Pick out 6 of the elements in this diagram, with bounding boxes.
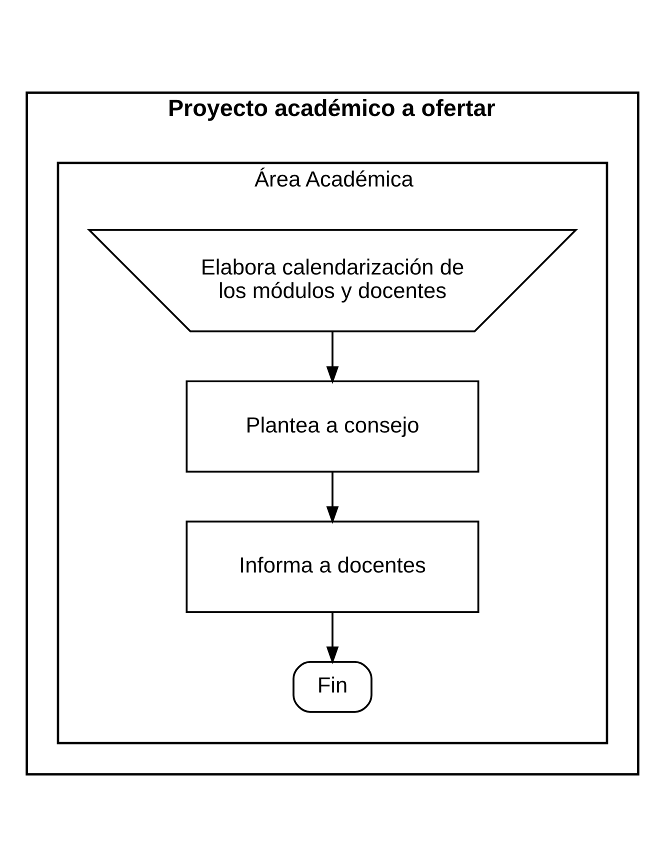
node-box: Plantea a consejo	[186, 380, 480, 473]
arrow	[326, 612, 339, 664]
arrow	[326, 472, 339, 524]
arrow	[326, 332, 339, 384]
node-box: Fin	[292, 661, 372, 713]
node-box: Informa a docentes	[186, 520, 480, 614]
